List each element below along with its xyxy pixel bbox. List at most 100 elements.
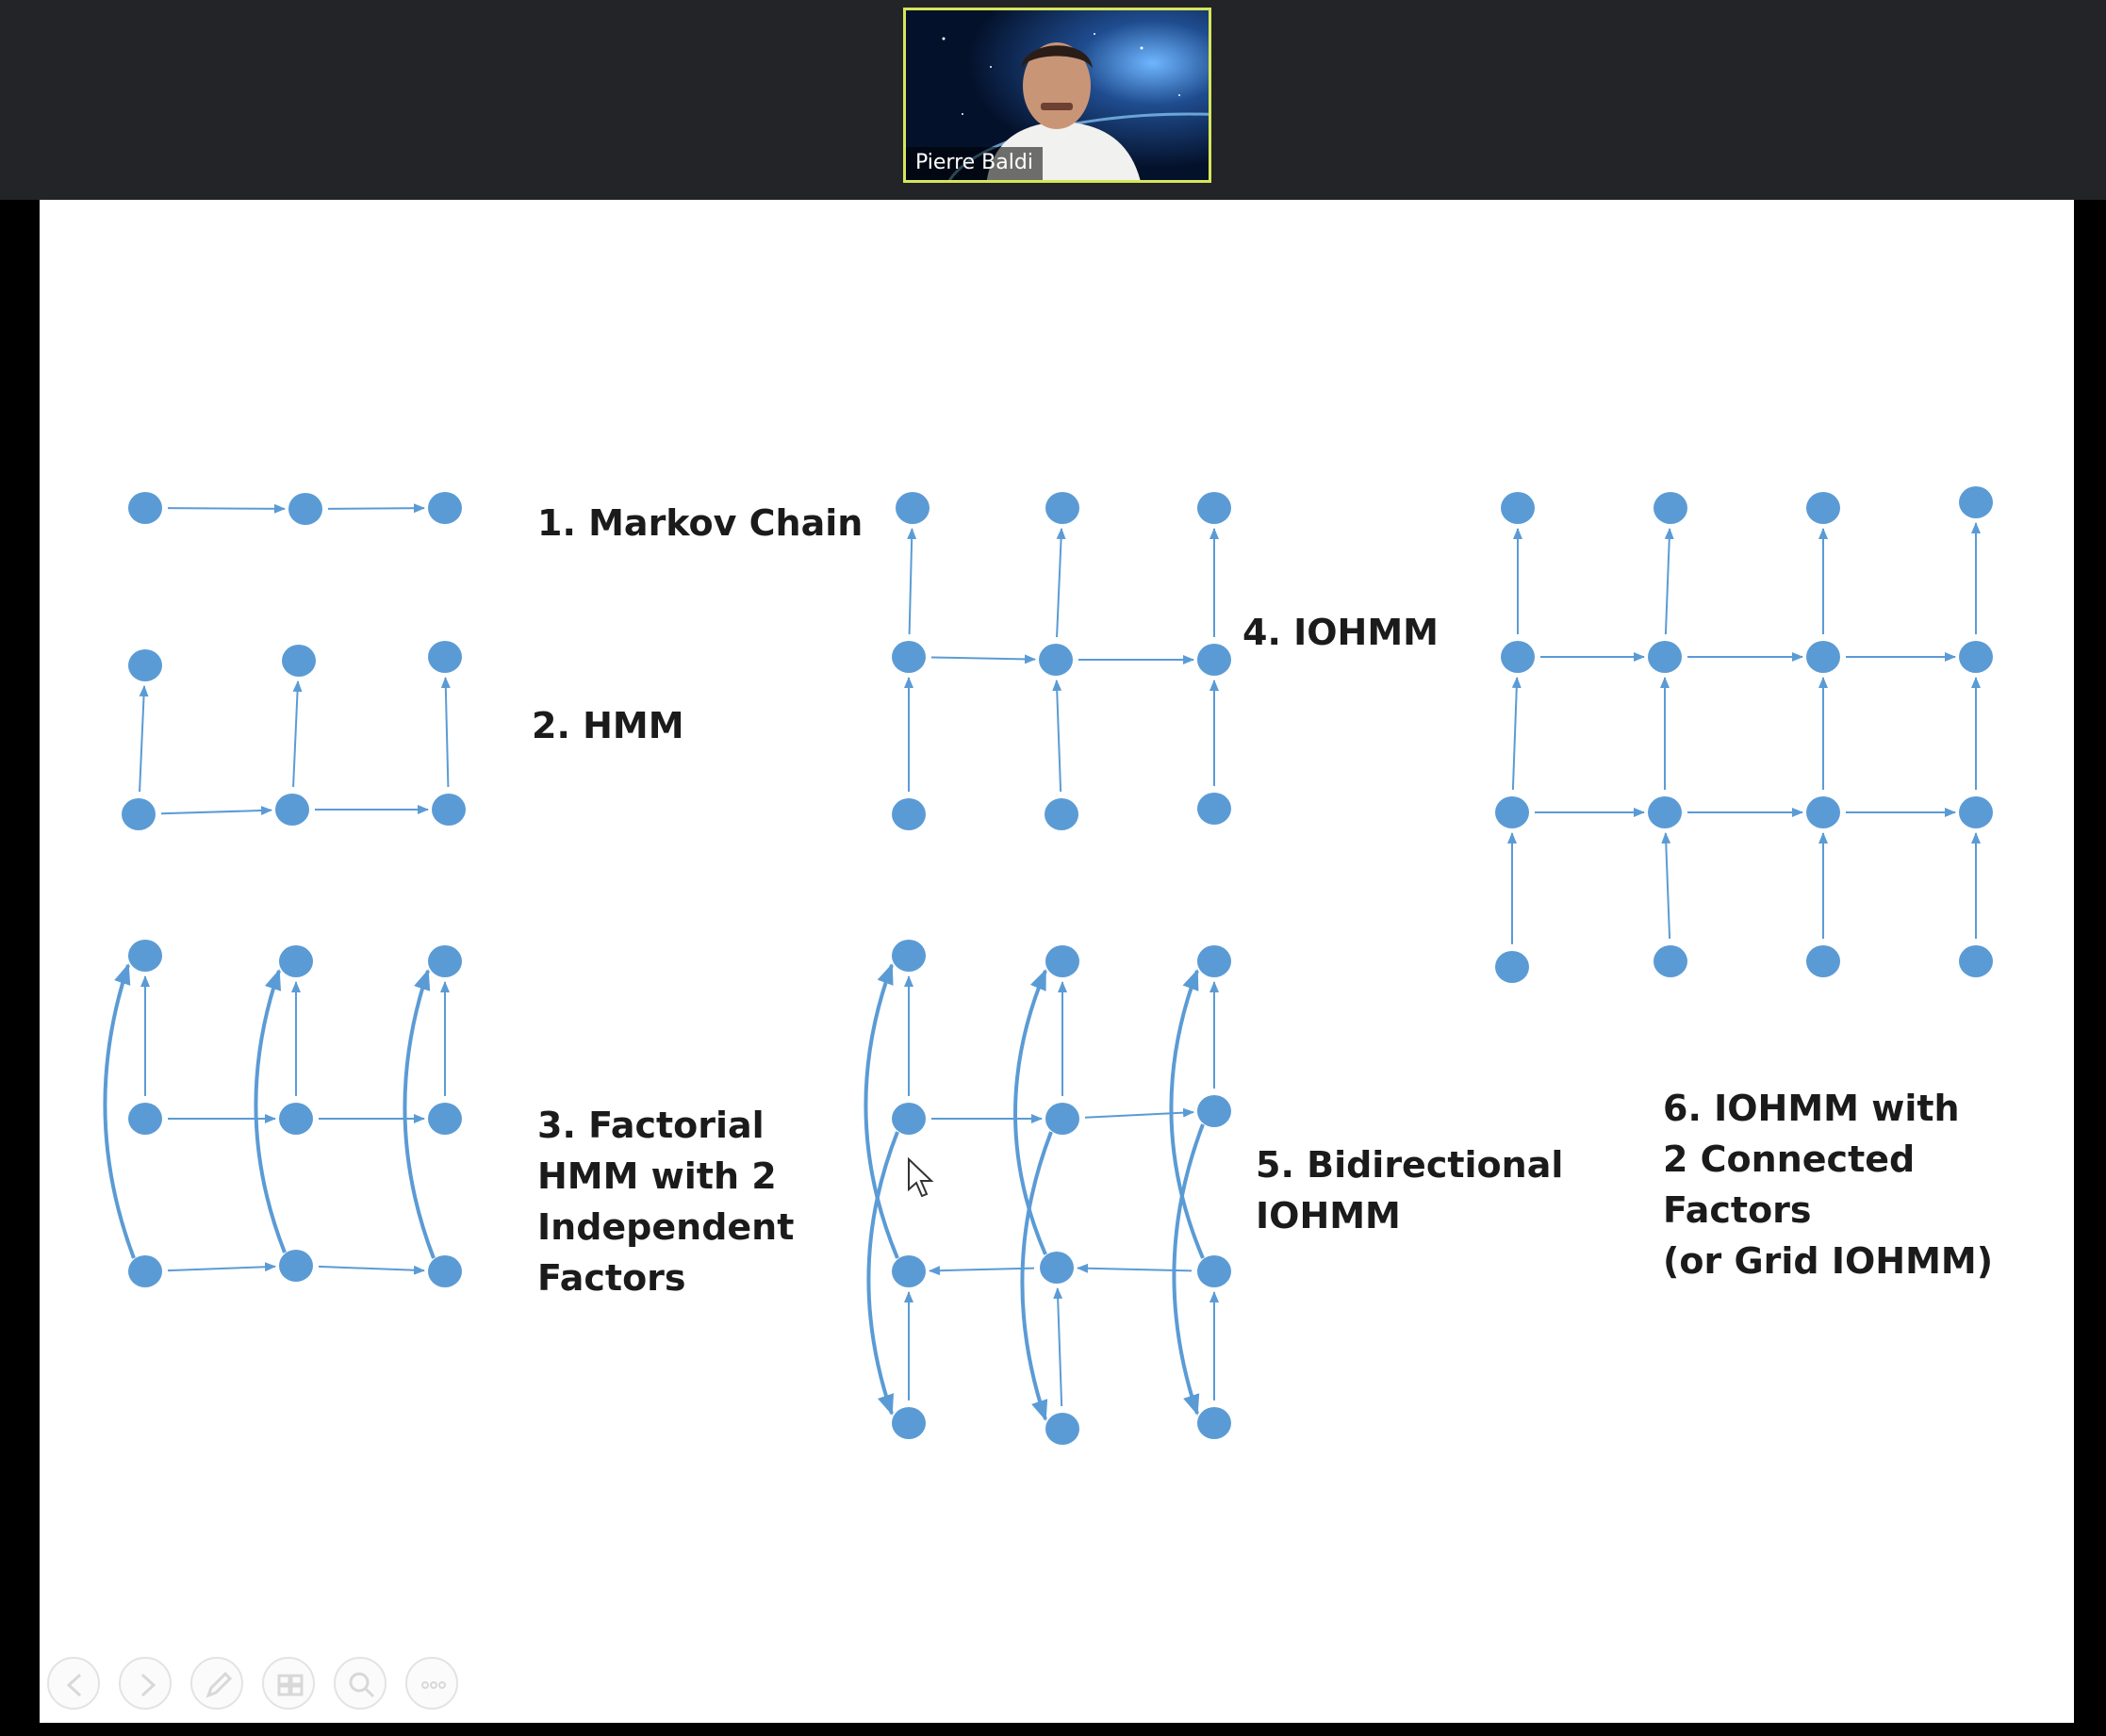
graphical-models-diagram — [103, 486, 1993, 1445]
more-options-button[interactable] — [405, 1657, 458, 1710]
slides-grid-icon — [277, 1674, 304, 1696]
graph-edge-b-f1-to-b-f2 — [1084, 1107, 1195, 1119]
graph-edge-b-r1-to-b-r0 — [928, 1266, 1035, 1276]
graph-node-b-r0 — [892, 1255, 926, 1287]
graph-node-g-o2 — [1806, 492, 1840, 524]
meeting-top-bar: Pierre Baldi — [0, 0, 2106, 200]
mouse-pointer-icon — [907, 1156, 935, 1203]
graph-edge-f-b1-to-f-b2 — [318, 1265, 426, 1275]
graph-node-hmm-o1 — [282, 645, 316, 677]
graph-node-b-f2 — [1197, 1095, 1231, 1127]
participant-name-label: Pierre Baldi — [906, 147, 1043, 180]
graph-node-g-o1 — [1654, 492, 1687, 524]
graph-node-b-i2 — [1197, 1407, 1231, 1439]
label-bidirectional-iohmm: 5. Bidirectional IOHMM — [1256, 1144, 1564, 1236]
graph-arc-b-r0-to-b-o0 — [864, 963, 899, 1259]
graph-node-g-b3 — [1959, 796, 1993, 828]
graph-node-g-o3 — [1959, 486, 1993, 518]
pen-icon — [206, 1671, 233, 1698]
arrow-right-icon — [140, 1673, 156, 1697]
graph-edge-mc0-to-mc1 — [167, 503, 287, 514]
graph-edge-g-a1-to-g-o1 — [1664, 527, 1674, 635]
graph-node-g-a2 — [1806, 641, 1840, 673]
graph-node-io-i0 — [892, 798, 926, 830]
zoom-button[interactable] — [334, 1657, 387, 1710]
graph-node-g-b2 — [1806, 796, 1840, 828]
graph-node-b-f1 — [1045, 1103, 1079, 1135]
graph-node-mc0 — [128, 492, 162, 524]
magnifier-icon — [349, 1672, 375, 1698]
bottom-letterbox — [0, 1723, 2106, 1736]
graph-edge-hmm-h2-to-hmm-o2 — [440, 676, 451, 788]
graph-edge-b-i1-to-b-r1 — [1053, 1286, 1063, 1407]
graph-node-hmm-o2 — [428, 641, 462, 673]
graph-node-f-o1 — [279, 945, 313, 977]
graph-edge-hmm-h0-to-hmm-h1 — [160, 806, 273, 816]
graph-edge-io-h1-to-io-o1 — [1056, 527, 1066, 638]
graph-node-hmm-h0 — [122, 798, 156, 830]
graph-node-b-r2 — [1197, 1255, 1231, 1287]
graph-edge-mc1-to-mc2 — [327, 503, 426, 514]
graph-node-hmm-o0 — [128, 649, 162, 681]
graph-arc-f-b0-to-f-o0 — [103, 963, 136, 1259]
graph-edge-io-h0-to-io-o0 — [907, 527, 917, 635]
more-dots-icon — [421, 1681, 446, 1689]
graph-arc-b-f1-to-b-i1 — [1020, 1131, 1053, 1421]
graph-node-io-o0 — [896, 492, 930, 524]
graph-node-io-h0 — [892, 641, 926, 673]
label-grid-iohmm: 6. IOHMM with 2 Connected Factors (or Gr… — [1663, 1088, 1994, 1282]
graph-node-b-r1 — [1040, 1252, 1074, 1284]
graph-edge-io-h0-to-io-h1 — [930, 654, 1037, 664]
graph-node-g-i2 — [1806, 945, 1840, 977]
left-letterbox — [0, 200, 40, 1736]
graph-node-g-a3 — [1959, 641, 1993, 673]
graph-node-g-i3 — [1959, 945, 1993, 977]
label-hmm: 2. HMM — [532, 705, 684, 746]
graph-node-f-b1 — [279, 1250, 313, 1282]
graph-edge-b-r2-to-b-r1 — [1076, 1263, 1193, 1273]
graph-arc-b-r2-to-b-o2 — [1169, 969, 1205, 1259]
graph-node-f-b0 — [128, 1255, 162, 1287]
graph-node-b-o2 — [1197, 945, 1231, 977]
graph-edge-hmm-h1-to-hmm-o1 — [292, 680, 303, 788]
graph-node-io-i2 — [1197, 793, 1231, 825]
graph-arc-b-r1-to-b-o1 — [1013, 969, 1047, 1255]
graph-edge-io-i1-to-io-h1 — [1052, 679, 1062, 793]
label-markov-chain: 1. Markov Chain — [537, 502, 864, 544]
label-factorial-hmm: 3. Factorial HMM with 2 Independent Fact… — [537, 1105, 795, 1299]
right-letterbox — [2074, 200, 2106, 1736]
see-all-slides-button[interactable] — [262, 1657, 315, 1710]
graph-node-b-i0 — [892, 1407, 926, 1439]
graph-node-hmm-h2 — [432, 794, 466, 826]
graph-node-b-f0 — [892, 1103, 926, 1135]
graph-edge-f-b0-to-f-b1 — [167, 1262, 277, 1272]
graph-node-b-o1 — [1045, 945, 1079, 977]
shared-slide: 1. Markov Chain 2. HMM 3. Factorial HMM … — [40, 200, 2074, 1723]
graph-edge-hmm-h0-to-hmm-o0 — [139, 684, 149, 793]
graph-node-g-o0 — [1501, 492, 1535, 524]
graph-node-io-o1 — [1045, 492, 1079, 524]
graph-node-f-b2 — [428, 1255, 462, 1287]
graph-node-f-a0 — [128, 1103, 162, 1135]
graph-node-g-b0 — [1495, 796, 1529, 828]
graph-arc-f-b2-to-f-o2 — [403, 969, 436, 1259]
graph-node-mc1 — [288, 493, 322, 525]
graph-node-b-o0 — [892, 940, 926, 972]
previous-slide-button[interactable] — [47, 1657, 100, 1710]
participant-video-tile[interactable]: Pierre Baldi — [903, 8, 1211, 183]
graph-node-mc2 — [428, 492, 462, 524]
graph-arc-f-b1-to-f-o1 — [254, 969, 287, 1253]
pen-button[interactable] — [190, 1657, 243, 1710]
label-iohmm: 4. IOHMM — [1242, 612, 1439, 653]
graph-node-hmm-h1 — [275, 794, 309, 826]
graph-edge-g-i1-to-g-b1 — [1661, 831, 1671, 940]
graph-node-g-a1 — [1648, 641, 1682, 673]
graph-arc-b-f2-to-b-i2 — [1172, 1123, 1205, 1416]
arrow-left-icon — [66, 1673, 82, 1697]
graph-node-f-o2 — [428, 945, 462, 977]
graph-node-f-a1 — [279, 1103, 313, 1135]
graph-node-g-i1 — [1654, 945, 1687, 977]
graph-node-io-h1 — [1039, 644, 1073, 676]
graph-node-g-a0 — [1501, 641, 1535, 673]
next-slide-button[interactable] — [119, 1657, 172, 1710]
